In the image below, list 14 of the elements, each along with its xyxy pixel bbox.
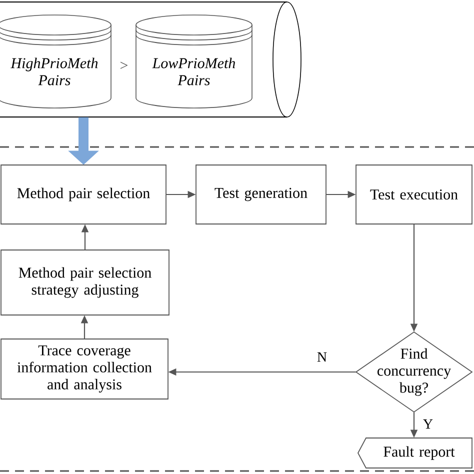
database-cylinder: HighPrioMeth Pairs xyxy=(0,14,112,108)
process-box: Test execution xyxy=(356,164,472,224)
process-box: Method pair selection xyxy=(0,164,166,224)
process-box: Method pair selection strategy adjusting xyxy=(0,250,170,316)
edge-label: N xyxy=(316,351,328,363)
node-label: HighPrioMeth Pairs xyxy=(10,58,98,86)
edge-label: Y xyxy=(422,418,434,430)
process-box: Trace coverage information collection and analysis xyxy=(0,338,168,400)
comparison-sign: > xyxy=(120,62,128,69)
process-box: Test generation xyxy=(196,164,326,224)
node-label: LowPrioMeth Pairs xyxy=(152,58,236,86)
storage-cylinder xyxy=(0,2,302,118)
database-cylinder: LowPrioMeth Pairs xyxy=(136,14,252,108)
report-box: Fault report xyxy=(358,438,472,468)
